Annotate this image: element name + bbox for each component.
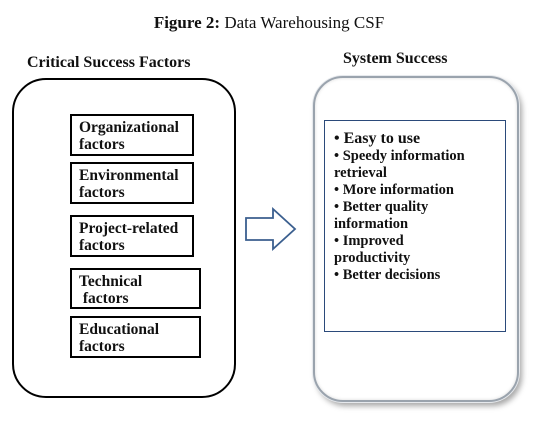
- list-item: • Improved: [334, 233, 404, 249]
- factor-box-project-related: Project-related factors: [70, 215, 194, 257]
- system-success-heading: System Success: [343, 50, 448, 67]
- factor-label-line1: Organizational: [79, 119, 179, 136]
- factor-box-organizational: Organizational factors: [70, 114, 194, 156]
- right-arrow-icon: [245, 207, 297, 251]
- factor-label-line1: Environmental: [79, 167, 179, 184]
- factor-label-line2: factors: [79, 136, 125, 153]
- caption-text: Data Warehousing CSF: [220, 13, 385, 32]
- factor-label-line1: Educational: [79, 321, 160, 338]
- factor-label-line1: Project-related: [79, 220, 179, 237]
- list-item: • More information: [334, 182, 454, 198]
- list-item: retrieval: [334, 165, 387, 181]
- factor-box-technical: Technical factors: [70, 268, 201, 309]
- critical-success-factors-heading: Critical Success Factors: [27, 54, 191, 71]
- system-success-list: • Easy to use • Speedy information retri…: [324, 120, 506, 332]
- factor-label-line2: factors: [79, 184, 125, 201]
- caption-prefix: Figure 2:: [153, 13, 221, 32]
- list-item: information: [334, 216, 409, 232]
- list-item: • Easy to use: [334, 130, 421, 147]
- figure-caption: Figure 2: Data Warehousing CSF: [0, 13, 538, 33]
- factor-box-environmental: Environmental factors: [70, 162, 194, 204]
- list-item: productivity: [334, 250, 411, 266]
- factor-label-line2: factors: [79, 237, 125, 254]
- factor-box-educational: Educational factors: [70, 316, 201, 358]
- factor-label-line2: factors: [79, 338, 125, 355]
- list-item: • Better decisions: [334, 267, 441, 283]
- list-item: • Better quality: [334, 199, 429, 215]
- list-item: • Speedy information: [334, 148, 465, 164]
- factor-label-line2: factors: [79, 290, 129, 307]
- factor-label-line1: Technical: [79, 273, 143, 290]
